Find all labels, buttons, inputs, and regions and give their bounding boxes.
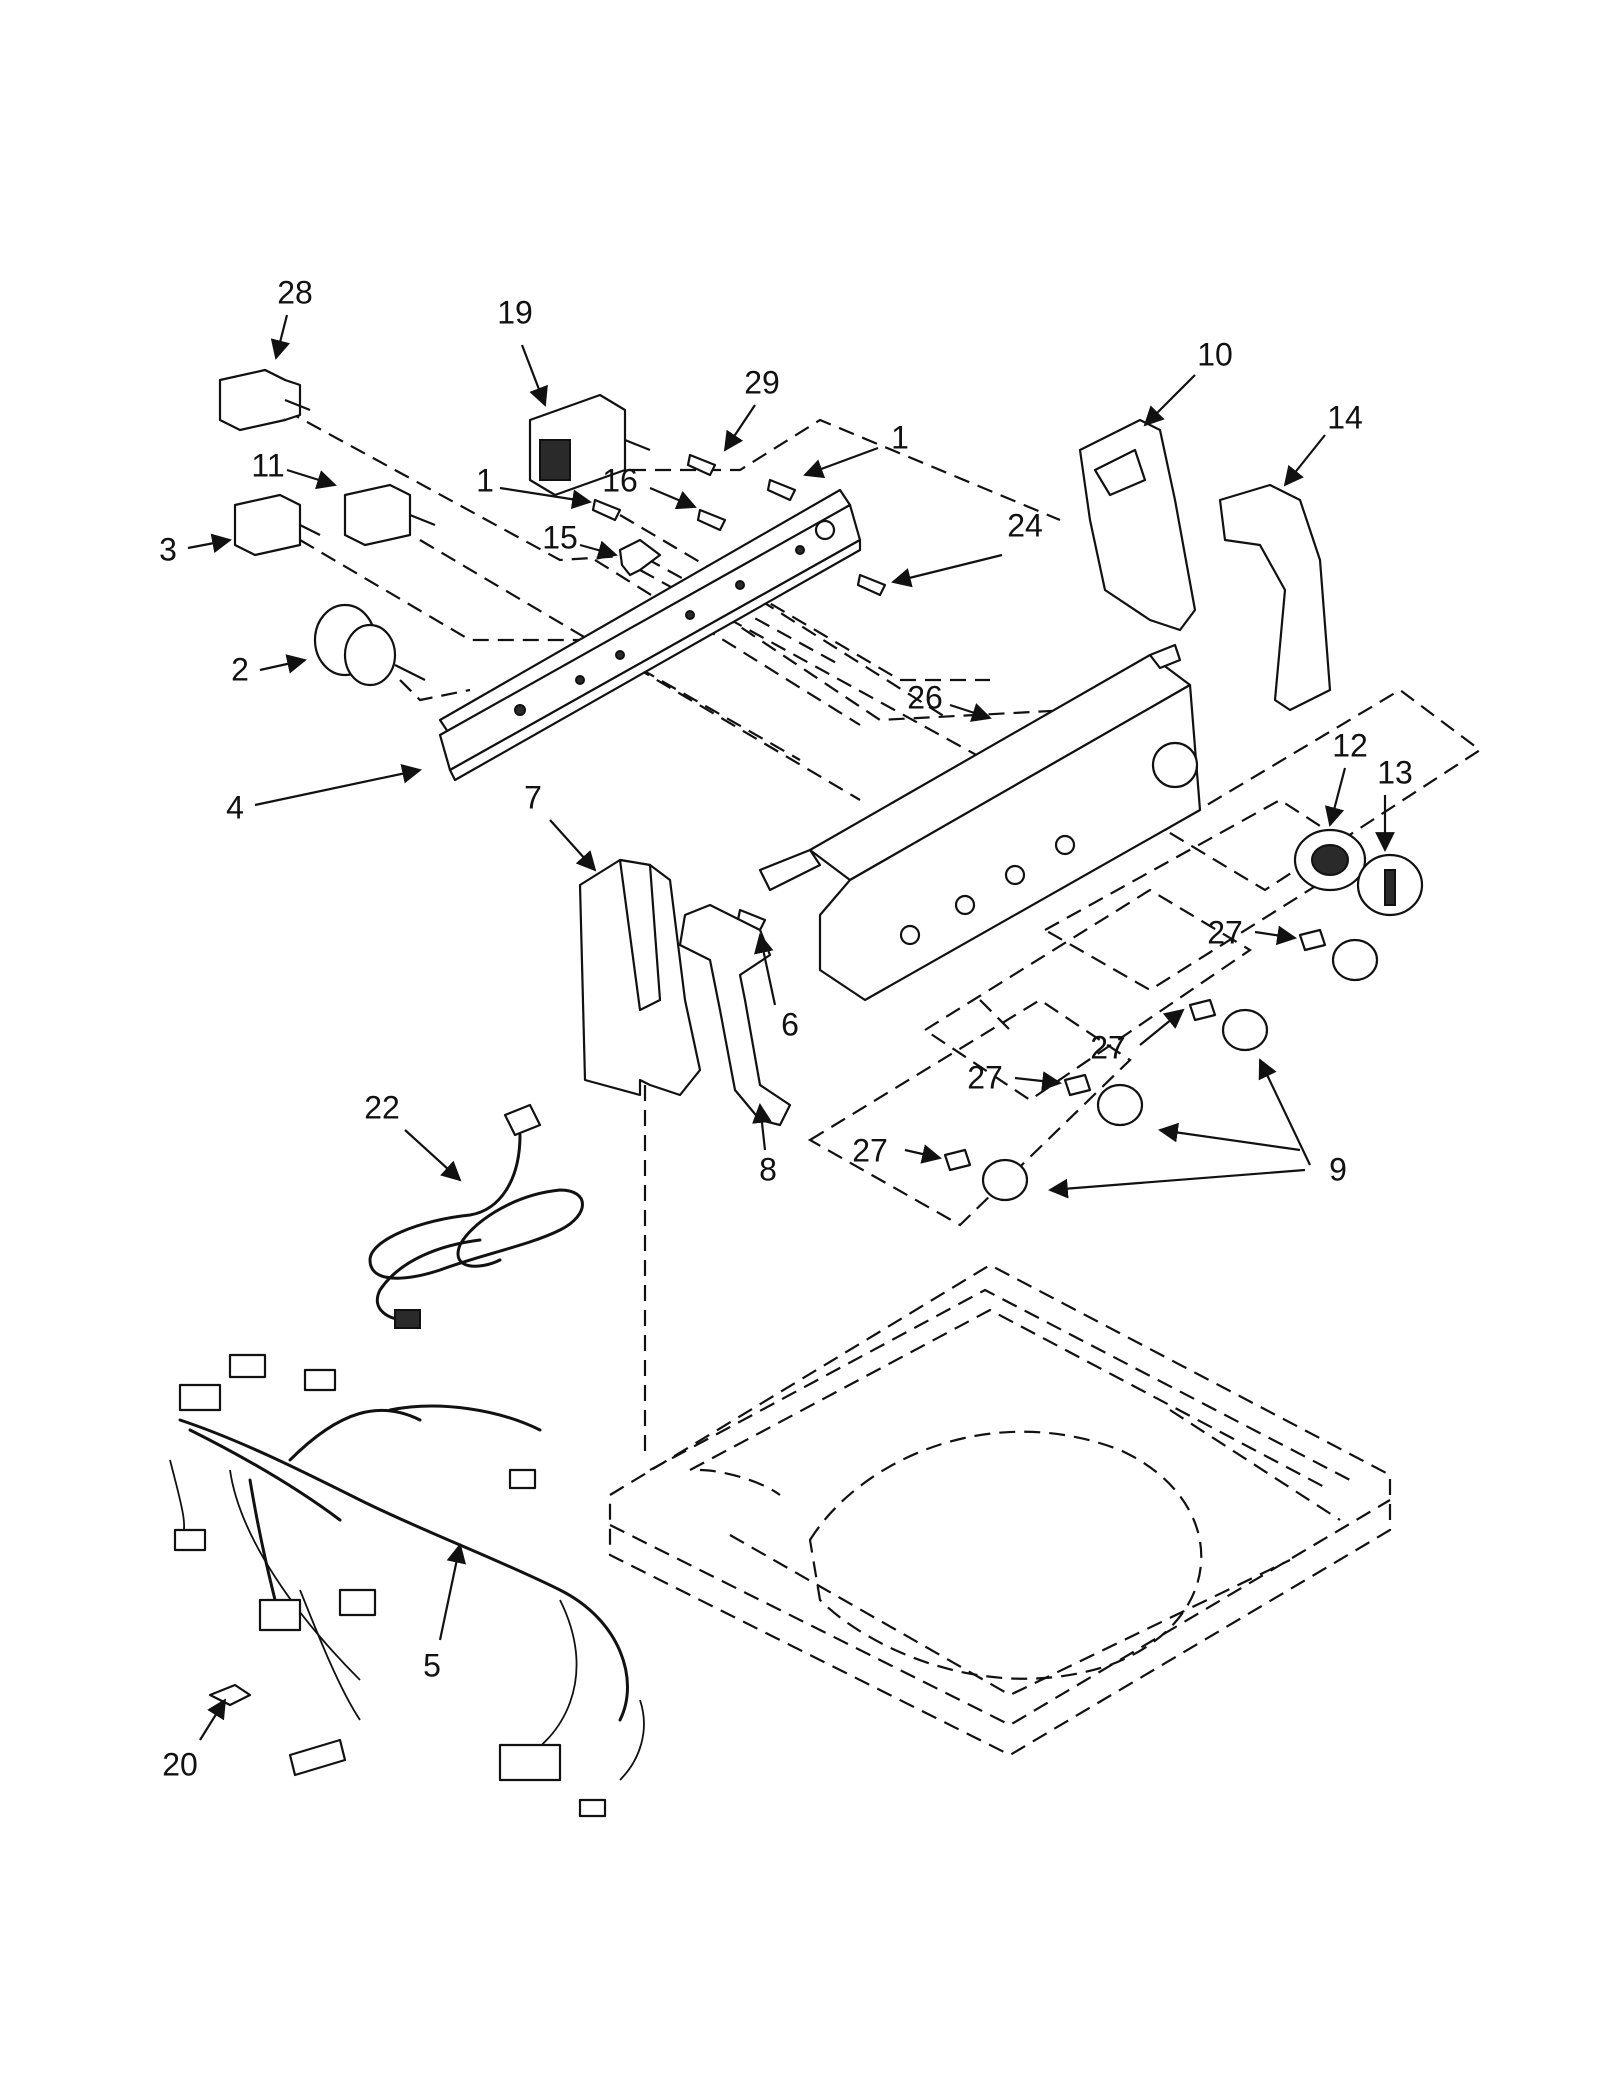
callout-7: 7: [524, 779, 542, 815]
callout-10: 10: [1197, 336, 1233, 372]
knob-platforms: [807, 688, 1482, 1227]
knobs-9: [981, 938, 1379, 1202]
callout-24: 24: [1007, 507, 1043, 543]
callout-14: 14: [1327, 399, 1363, 435]
callout-27-c: 27: [967, 1059, 1003, 1095]
timer-2: [313, 603, 426, 687]
wire-harness-5: [169, 1353, 645, 1818]
callout-19: 19: [497, 294, 533, 330]
callout-1-top: 1: [891, 419, 909, 455]
callout-11: 11: [251, 447, 284, 483]
callout-5: 5: [423, 1647, 441, 1683]
callout-12: 12: [1332, 727, 1368, 763]
callout-16: 16: [602, 462, 638, 498]
callout-28: 28: [277, 274, 313, 310]
callout-6: 6: [781, 1006, 799, 1042]
end-cap-7: [578, 858, 702, 1097]
callout-22: 22: [364, 1089, 400, 1125]
callout-1-mid: 1: [476, 462, 494, 498]
callout-labels: 28 19 29 1 10 14 11 1 16 3 15 24 2 26 4 …: [159, 274, 1413, 1782]
callout-20: 20: [162, 1746, 198, 1782]
screws: [591, 453, 887, 932]
end-cap-10: [1078, 418, 1197, 632]
control-bracket: [438, 488, 862, 782]
callout-15: 15: [542, 519, 578, 555]
power-cord-22: [368, 1103, 584, 1329]
callout-26: 26: [907, 679, 943, 715]
callout-27-d: 27: [852, 1132, 888, 1168]
callout-leaders: [187, 314, 1395, 1741]
callout-13: 13: [1377, 754, 1413, 790]
callout-3: 3: [159, 531, 177, 567]
sensor-20: [208, 1683, 347, 1777]
callout-8: 8: [759, 1151, 777, 1187]
callout-2: 2: [231, 651, 249, 687]
end-cap-8: [678, 903, 792, 1127]
callout-9: 9: [1329, 1151, 1347, 1187]
callout-29: 29: [744, 364, 780, 400]
callout-27-a: 27: [1207, 914, 1243, 950]
callout-27-b: 27: [1090, 1029, 1126, 1065]
console-panel: [758, 643, 1202, 1002]
knob-inserts-27: [943, 928, 1327, 1172]
cabinet-top-outline: [608, 1263, 1392, 1757]
switch-11: [343, 483, 436, 547]
knob-13: [1356, 853, 1424, 917]
clip-15: [618, 538, 662, 577]
callout-4: 4: [226, 789, 244, 825]
switch-3: [233, 493, 321, 557]
switch-19: [528, 393, 651, 497]
knob-12: [1293, 828, 1367, 892]
switch-28: [218, 368, 311, 432]
end-cap-14: [1218, 483, 1332, 712]
